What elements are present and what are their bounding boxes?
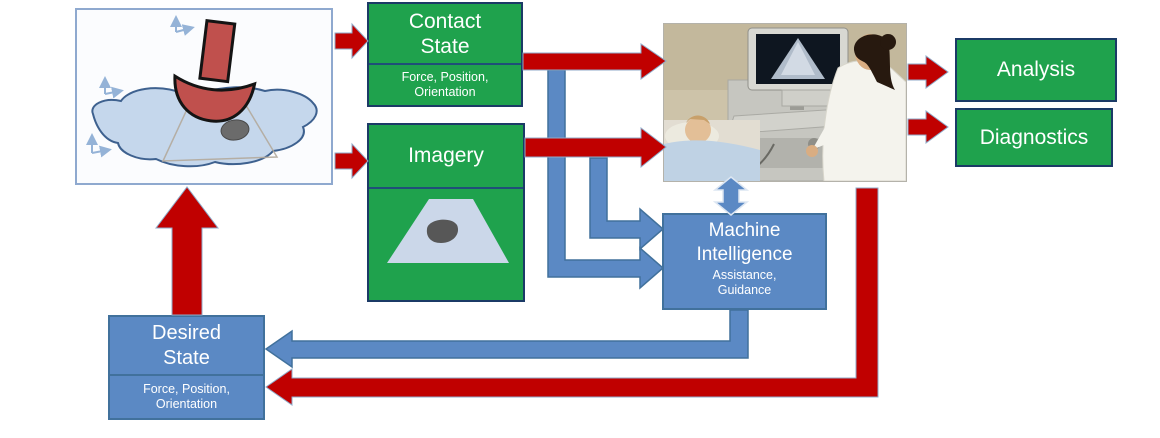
machine-intelligence-subtitle: Assistance, Guidance bbox=[712, 268, 777, 297]
ultrasound-exam-scene bbox=[664, 24, 906, 181]
ultrasound-probe bbox=[173, 18, 257, 123]
sonogram-sketch bbox=[387, 198, 509, 263]
probe-tissue-illustration bbox=[86, 15, 318, 168]
machine-intelligence-title: Machine Intelligence bbox=[696, 220, 793, 265]
arrow-imagery-to-machine-intelligence bbox=[589, 157, 665, 251]
arrow-exam-to-analysis bbox=[907, 55, 949, 89]
analysis-title: Analysis bbox=[996, 58, 1076, 81]
coordinate-axes-icon bbox=[86, 15, 195, 158]
tissue-cross-section bbox=[91, 86, 318, 168]
arrow-environment-to-imagery bbox=[334, 142, 369, 180]
imagery-box: Imagery bbox=[367, 123, 525, 302]
contact-state-title: Contact State bbox=[408, 9, 482, 58]
arrow-imagery-to-exam bbox=[524, 126, 667, 169]
lesion-spot bbox=[220, 119, 250, 141]
desired-state-title: Desired State bbox=[152, 321, 221, 369]
arrow-exam-to-diagnostics bbox=[907, 110, 949, 144]
arrow-desired-state-to-environment bbox=[154, 186, 220, 316]
contact-state-box: Contact State Force, Position, Orientati… bbox=[367, 2, 523, 107]
machine-intelligence-box: Machine Intelligence Assistance, Guidanc… bbox=[662, 213, 827, 310]
probe-tissue-illustration-box bbox=[75, 8, 333, 185]
imagery-title: Imagery bbox=[408, 144, 484, 167]
arrow-contact-state-to-machine-intelligence bbox=[547, 69, 665, 290]
diagnostics-box: Diagnostics bbox=[955, 108, 1113, 167]
arrow-machine-intelligence-to-desired-state bbox=[264, 309, 749, 369]
analysis-box: Analysis bbox=[955, 38, 1117, 102]
desired-state-subtitle: Force, Position, Orientation bbox=[110, 374, 263, 418]
arrow-contact-state-to-exam bbox=[522, 43, 667, 80]
arrow-environment-to-contact-state bbox=[334, 22, 369, 60]
diagnostics-title: Diagnostics bbox=[979, 125, 1089, 149]
imagery-thumbnail bbox=[369, 187, 523, 300]
ultrasound-exam-photo bbox=[663, 23, 907, 182]
arrow-exam-machine-intelligence-bidirectional bbox=[712, 176, 750, 216]
desired-state-box: Desired State Force, Position, Orientati… bbox=[108, 315, 265, 420]
contact-state-subtitle: Force, Position, Orientation bbox=[369, 63, 521, 105]
